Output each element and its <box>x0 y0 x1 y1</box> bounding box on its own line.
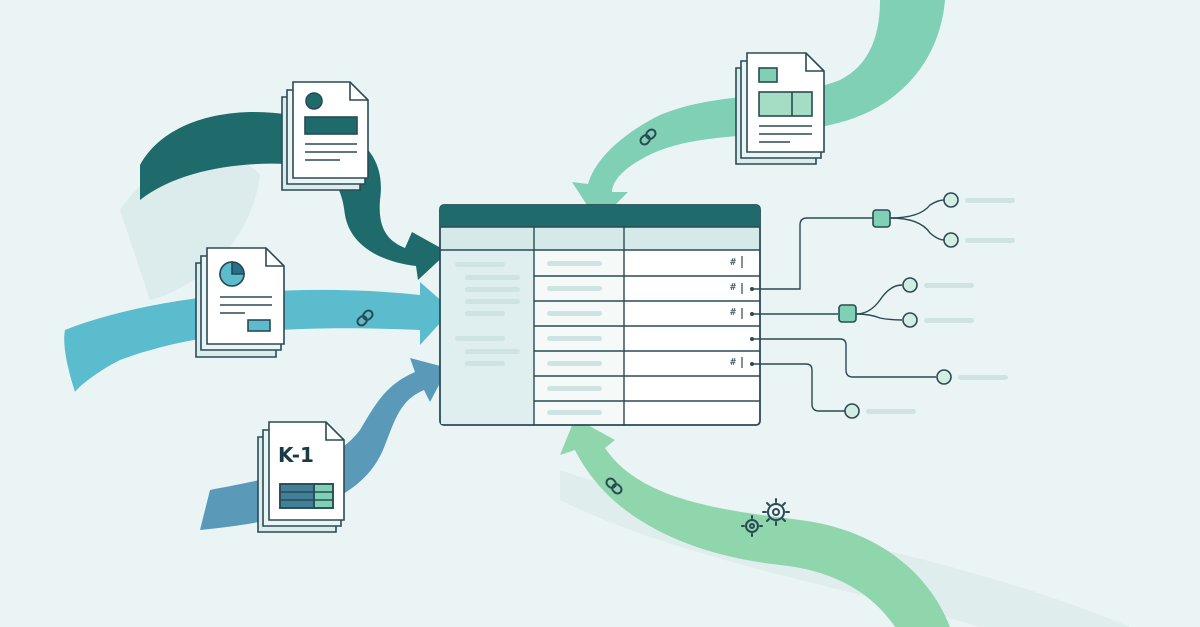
pie-chart-icon <box>219 261 245 287</box>
document-stack-k1 <box>257 421 345 533</box>
output-placeholder-lines <box>866 198 1015 414</box>
output-nodes <box>844 192 959 419</box>
document-stack-table <box>735 52 825 165</box>
link-icon <box>639 128 657 146</box>
connector-endpoints <box>750 287 754 366</box>
spreadsheet-table: # # # # <box>439 204 761 426</box>
ribbon-light-green <box>560 418 950 627</box>
cell-marker: # <box>730 307 736 318</box>
cell-marker: # <box>730 282 736 293</box>
document-stack-pie-chart <box>195 247 285 358</box>
cell-marker: # <box>730 357 736 368</box>
table-header-bar <box>440 205 760 227</box>
document-stack-profile <box>281 81 369 191</box>
junction-nodes <box>838 209 891 323</box>
ribbon-light-blue <box>64 282 453 392</box>
output-connectors <box>752 199 945 412</box>
gears-icon <box>741 498 790 537</box>
cell-marker: # <box>730 257 736 268</box>
k1-label: K-1 <box>278 443 314 467</box>
ribbon-dark-teal <box>140 112 448 280</box>
link-icon <box>356 309 374 327</box>
avatar-circle-icon <box>305 92 323 110</box>
